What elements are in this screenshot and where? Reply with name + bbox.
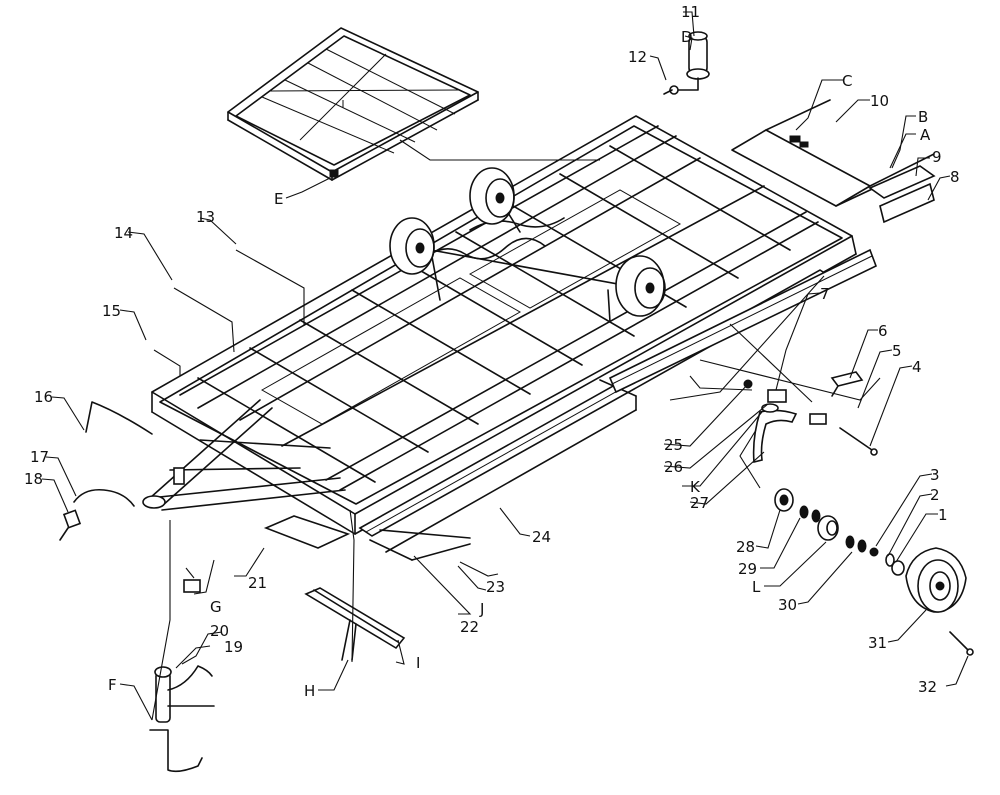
frame-wheel-right: [615, 255, 666, 317]
callout-h: H: [304, 682, 315, 700]
callout-6: 6: [878, 322, 888, 340]
callout-12: 12: [628, 48, 647, 66]
callout-2: 2: [930, 486, 940, 504]
part-g-block: [183, 579, 201, 593]
hub-wheel: [905, 547, 967, 613]
callout-11: 11: [681, 3, 700, 21]
callout-21: 21: [248, 574, 267, 592]
callout-32: 32: [918, 678, 937, 696]
callout-f: F: [108, 676, 117, 694]
callout-28: 28: [736, 538, 755, 556]
trailer-tongue: [142, 399, 346, 511]
callout-a: A: [920, 126, 931, 144]
frame-wheel-left: [389, 217, 435, 275]
callout-18: 18: [24, 470, 43, 488]
callout-5: 5: [892, 342, 902, 360]
callout-10: 10: [870, 92, 889, 110]
callout-29: 29: [738, 560, 757, 578]
callout-d: D: [681, 28, 693, 46]
callout-22: 22: [460, 618, 479, 636]
callout-g: G: [210, 598, 222, 616]
callout-l: L: [752, 578, 761, 596]
callout-b: B: [918, 108, 928, 126]
callout-24: 24: [532, 528, 551, 546]
callout-9: 9: [932, 148, 942, 166]
callout-7: 7: [820, 285, 830, 303]
callout-25: 25: [664, 436, 683, 454]
callout-c: C: [842, 72, 852, 90]
hub-exploded: [743, 371, 974, 656]
deck-panel-e: [227, 27, 479, 181]
callout-1: 1: [938, 506, 948, 524]
callout-19: 19: [224, 638, 243, 656]
callout-31: 31: [868, 634, 887, 652]
callout-15: 15: [102, 302, 121, 320]
callout-k: K: [690, 478, 701, 496]
callout-13: 13: [196, 208, 215, 226]
frame-wheel-center: [469, 167, 515, 225]
floor-plate-21: [263, 515, 351, 549]
axle-assembly: [389, 167, 666, 323]
callout-30: 30: [778, 596, 797, 614]
callout-labels: 1 2 3 4 5 6 7 8 9 10 11 12 13 14 15 16 1…: [24, 3, 960, 700]
wiring-harness: [59, 401, 153, 541]
callout-i: I: [416, 654, 420, 672]
callout-27: 27: [690, 494, 709, 512]
callout-j: J: [479, 600, 484, 618]
callout-23: 23: [486, 578, 505, 596]
trailer-frame: [151, 99, 936, 561]
callout-3: 3: [930, 466, 940, 484]
callout-17: 17: [30, 448, 49, 466]
callout-26: 26: [664, 458, 683, 476]
callout-4: 4: [912, 358, 922, 376]
leader-lines: [41, 11, 969, 721]
callout-14: 14: [114, 224, 133, 242]
tongue-jack: [149, 665, 215, 773]
callout-e: E: [274, 190, 283, 208]
callout-20: 20: [210, 622, 229, 640]
callout-8: 8: [950, 168, 960, 186]
ramp-piece: [304, 587, 406, 661]
callout-16: 16: [34, 388, 53, 406]
